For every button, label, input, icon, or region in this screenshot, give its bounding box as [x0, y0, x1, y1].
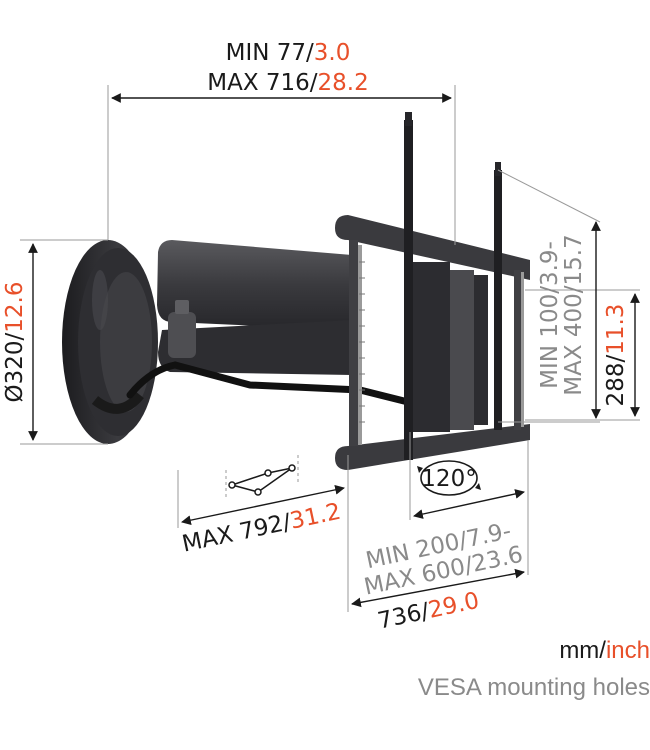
- height-dimension: 288/11.3: [525, 289, 640, 421]
- extension-label: MAX 792/31.2: [180, 499, 343, 558]
- rotation-label: 120°: [421, 466, 476, 492]
- tv-frame: [335, 112, 530, 470]
- units-inch: inch: [605, 637, 650, 664]
- cable: [126, 361, 449, 424]
- wall-mount-illustration: [62, 112, 530, 470]
- vesa-vertical-dimension: MIN 100/3.9- MAX 400/15.7: [497, 169, 601, 423]
- units-legend: mm/inch: [559, 637, 650, 665]
- units-mm: mm/: [559, 637, 606, 664]
- depth-dimension: MIN 77/3.0 MAX 716/28.2: [107, 40, 456, 245]
- articulating-arms: [157, 240, 352, 375]
- vesa-vertical-label-2: MAX 400/15.7: [561, 234, 587, 396]
- width-dimension: 736/29.0: [347, 470, 525, 635]
- arm-hinge-icon: [225, 455, 299, 500]
- plate-diameter-label: Ø320/12.6: [2, 282, 28, 403]
- depth-max-label: MAX 716/28.2: [207, 70, 369, 96]
- depth-min-label: MIN 77/3.0: [226, 40, 351, 66]
- height-label: 288/11.3: [603, 304, 629, 407]
- rotation-badge: 120°: [417, 460, 481, 496]
- vesa-legend: VESA mounting holes: [417, 674, 650, 701]
- vesa-vertical-label-1: MIN 100/3.9-: [537, 241, 563, 389]
- wall-plate: [62, 240, 158, 444]
- width-label: 736/29.0: [376, 588, 482, 635]
- extension-dimension: MAX 792/31.2: [177, 455, 349, 558]
- plate-diameter-dimension: Ø320/12.6: [2, 239, 108, 445]
